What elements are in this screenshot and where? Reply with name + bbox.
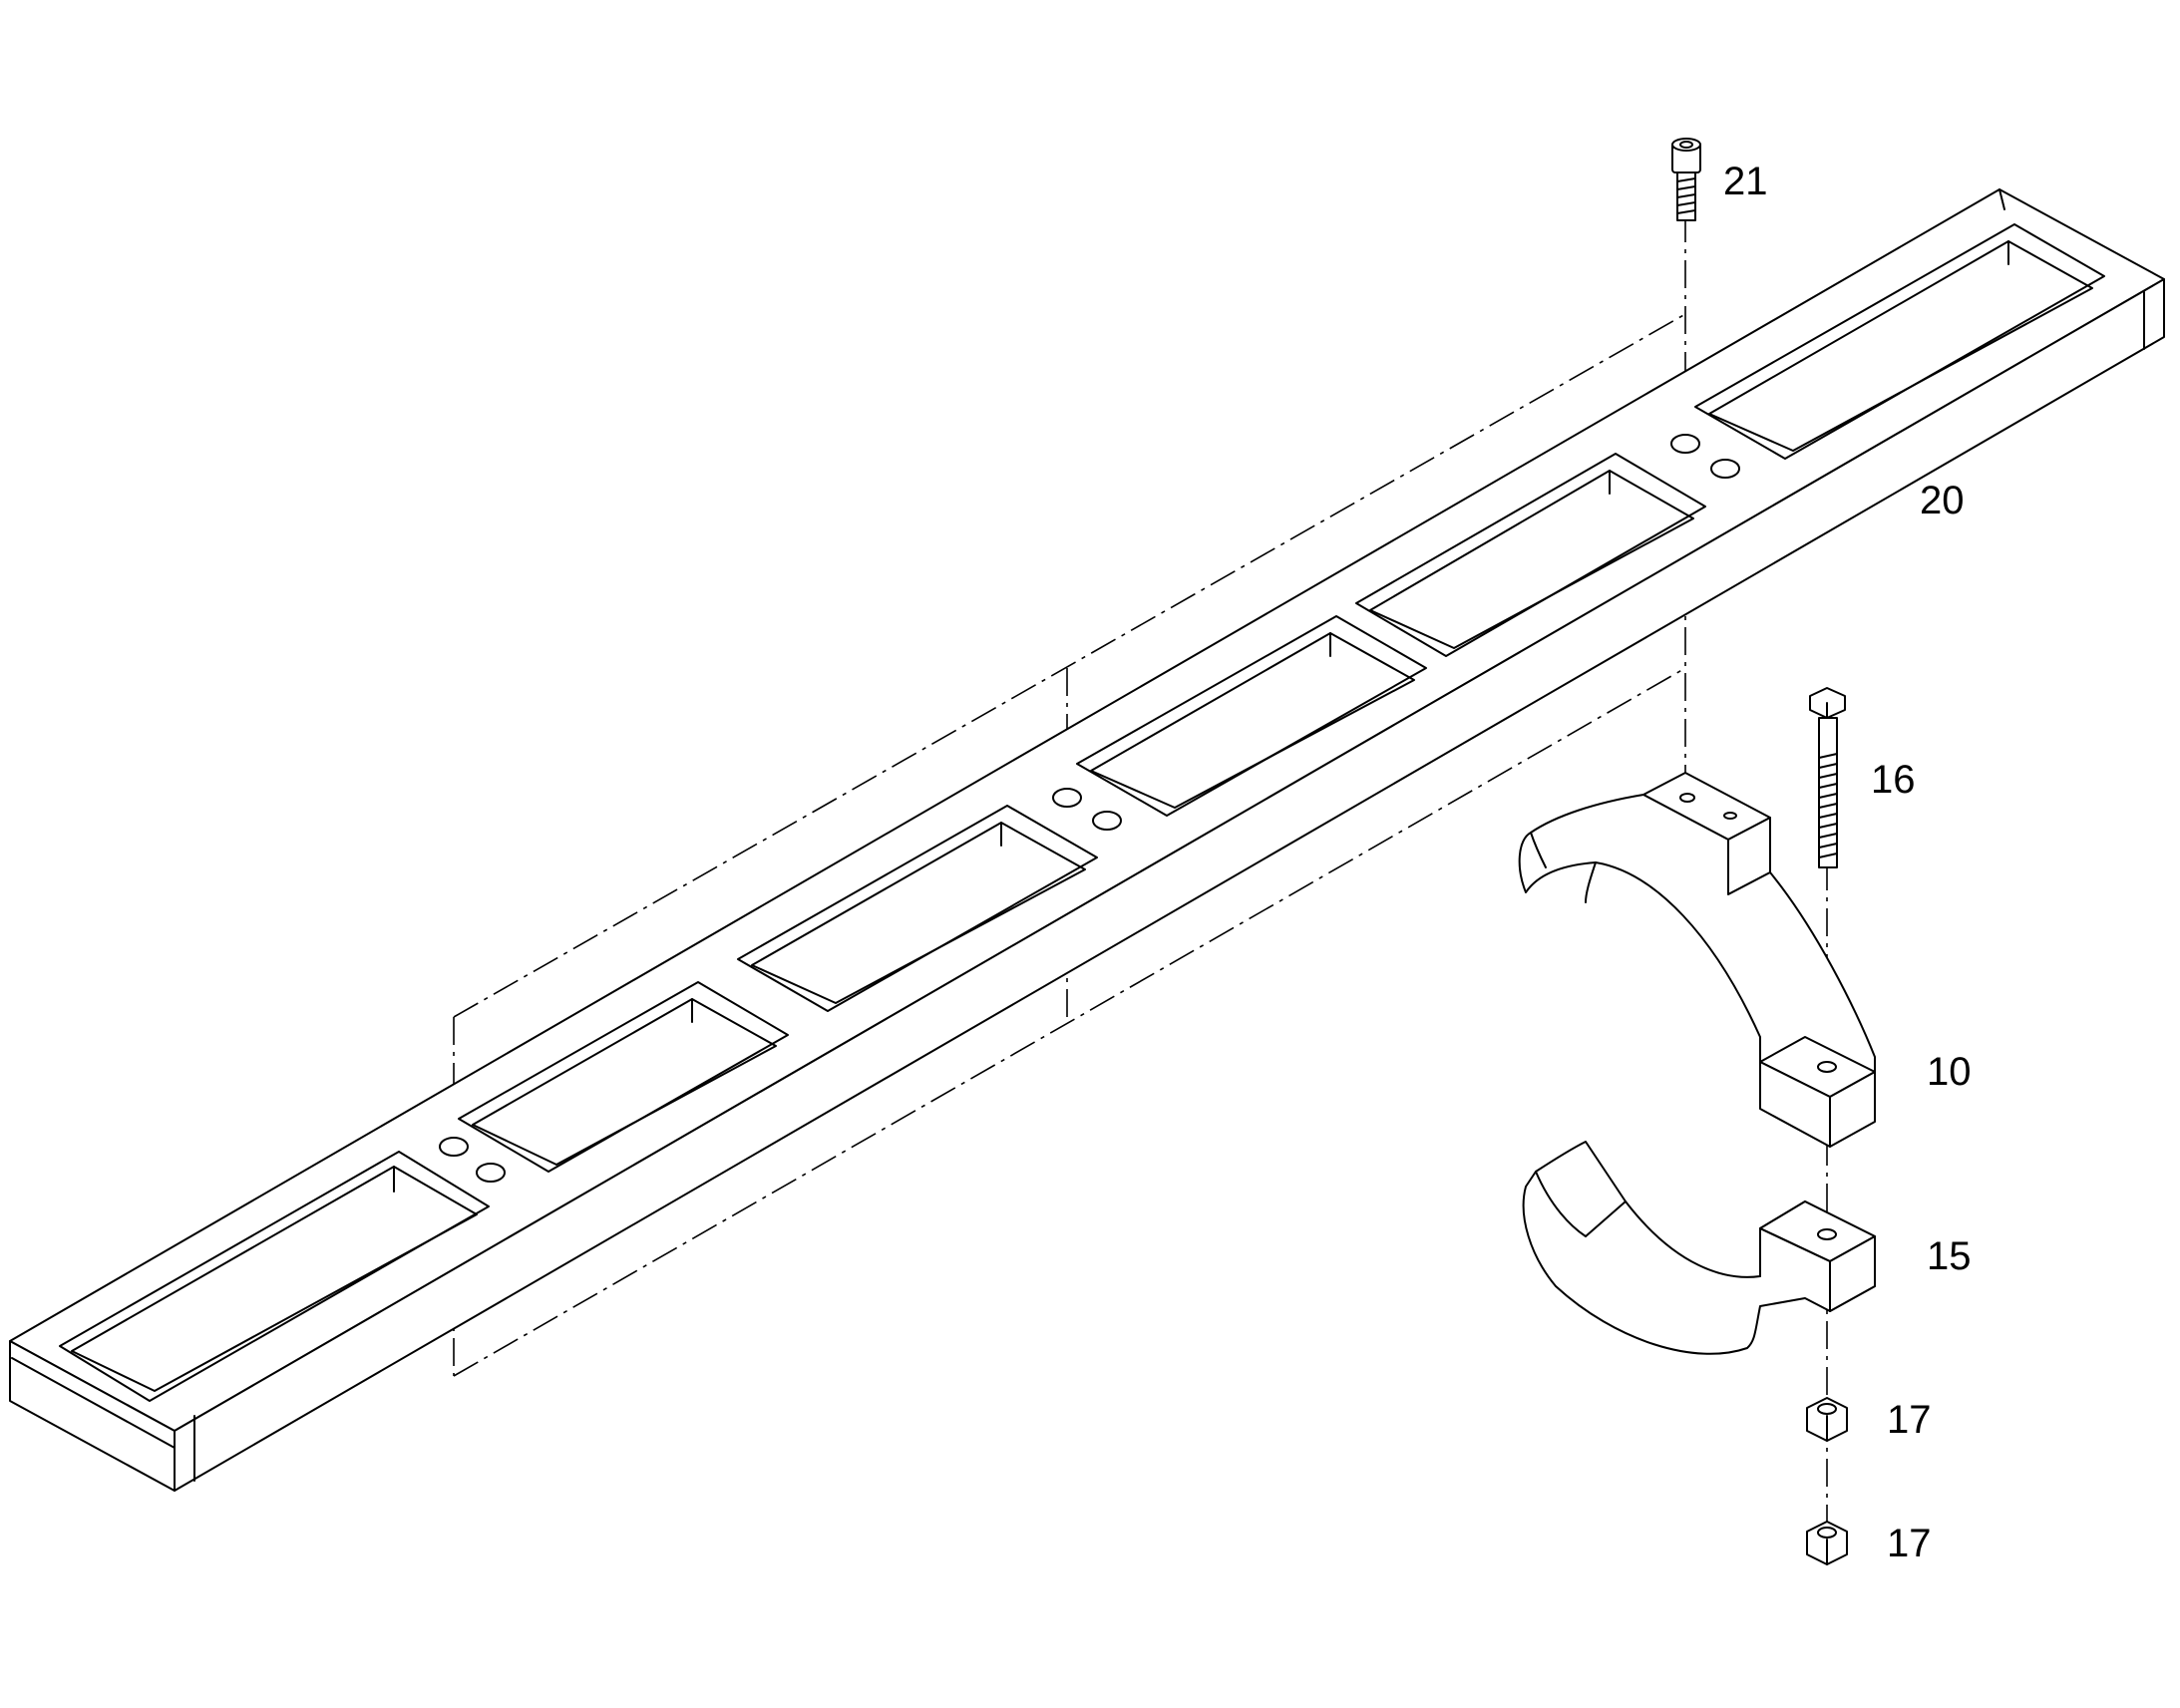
callout-16: 16 xyxy=(1871,758,1916,802)
callout-17-upper: 17 xyxy=(1887,1398,1932,1442)
callout-10: 10 xyxy=(1927,1050,1972,1094)
callout-20: 20 xyxy=(1920,479,1965,522)
callout-21: 21 xyxy=(1723,160,1768,203)
nut-lower-part-17 xyxy=(1806,1521,1848,1565)
upper-clamp-part-10 xyxy=(1518,772,1876,1148)
callout-17-lower: 17 xyxy=(1887,1522,1932,1565)
lower-clamp-part-15 xyxy=(1522,1141,1876,1355)
nut-upper-part-17 xyxy=(1806,1397,1848,1442)
hex-bolt-part-16 xyxy=(1809,687,1846,868)
callout-15: 15 xyxy=(1927,1234,1972,1278)
socket-screw-part-21 xyxy=(1671,138,1701,221)
part-callouts: 21 20 16 10 15 17 17 xyxy=(1723,160,1972,1565)
rail-part-20 xyxy=(9,188,2165,1492)
